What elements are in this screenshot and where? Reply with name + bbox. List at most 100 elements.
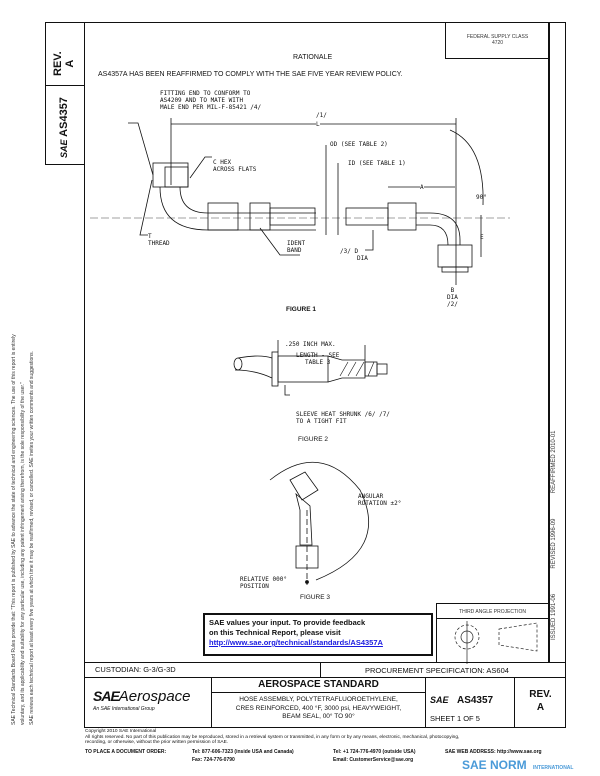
web-address: SAE WEB ADDRESS: http://www.sae.org xyxy=(445,749,542,755)
label: MALE END PER MIL-F-85421 /4/ xyxy=(160,104,262,111)
rationale-title: RATIONALE xyxy=(293,54,333,61)
left-doc-number: SAE AS4357 xyxy=(58,97,70,158)
figure-3-drawing xyxy=(269,461,369,585)
side-notice-line: voluntary, and its applicability and sui… xyxy=(20,382,26,725)
thread-label: T THREAD xyxy=(148,233,170,247)
aerospace-logo: Aerospace xyxy=(118,688,191,705)
rev-cell: REV. A xyxy=(515,677,566,728)
label: ACROSS FLATS xyxy=(213,166,257,173)
figure-1-caption: FIGURE 1 xyxy=(286,306,316,313)
right-strip-dates: ISSUED 1991-06 REVISED 1996-09 REAFFIRME… xyxy=(551,431,557,640)
feedback-box: SAE values your input. To provide feedba… xyxy=(203,613,433,656)
label: BAND xyxy=(287,247,302,254)
revised-date: REVISED 1996-09 xyxy=(551,518,557,569)
fax: Fax: 724-776-0790 xyxy=(192,757,235,763)
label: RELATIVE 000° xyxy=(240,576,287,583)
issued-date: ISSUED 1991-06 xyxy=(551,593,557,640)
max-label: .250 INCH MAX. xyxy=(285,341,336,348)
rationale-text: AS4357A HAS BEEN REAFFIRMED TO COMPLY WI… xyxy=(98,71,403,78)
feedback-link[interactable]: http://www.sae.org/technical/standards/A… xyxy=(209,638,383,647)
copyright: Copyright 2010 SAE International xyxy=(85,729,157,734)
description-line: HOSE ASSEMBLY, POLYTETRAFLUOROETHYLENE, xyxy=(239,696,398,703)
position-label: RELATIVE 000° POSITION xyxy=(240,576,287,590)
footer: Copyright 2010 SAE International All rig… xyxy=(85,729,459,746)
fsc-box: FEDERAL SUPPLY CLASS 4720 xyxy=(445,22,549,59)
feedback-line: SAE values your input. To provide feedba… xyxy=(209,618,366,627)
sheet-number: SHEET 1 OF 5 xyxy=(430,714,480,723)
label: SLEEVE HEAT SHRUNK /6/ /7/ xyxy=(296,411,390,418)
label: TABLE 3 xyxy=(305,359,331,366)
custodian: CUSTODIAN: G-3/G-3D xyxy=(95,665,176,674)
side-notice: SAE Technical Standards Board Rules prov… xyxy=(10,334,37,725)
watermark-text: SAE NORM xyxy=(462,758,527,772)
rev-value: A xyxy=(536,702,545,713)
label: ROTATION ±2° xyxy=(358,500,402,507)
rev-value: A xyxy=(64,59,76,68)
side-notice-line: SAE Technical Standards Board Rules prov… xyxy=(11,334,17,725)
left-rev-label: REV. A xyxy=(52,51,76,76)
description-line: CRES REINFORCED, 400 °F, 3000 psi, HEAVY… xyxy=(235,704,402,712)
length-table-label: LENGTH - SEE TABLE 3 xyxy=(296,352,339,366)
logo-subtitle: An SAE International Group xyxy=(93,706,155,712)
tel-intl: Tel: +1 724-776-4970 (outside USA) xyxy=(333,749,416,755)
order-label: TO PLACE A DOCUMENT ORDER: xyxy=(85,749,167,755)
rev-label: REV. xyxy=(52,51,64,76)
doc-number: AS4357 xyxy=(58,97,70,137)
d-dia-label: /3/ D DIA xyxy=(340,248,368,262)
rev-label: REV. xyxy=(529,689,552,700)
divider xyxy=(320,662,321,678)
figure-2-caption: FIGURE 2 xyxy=(298,436,328,443)
od-label: OD (SEE TABLE 2) xyxy=(330,141,388,148)
sae-logo: SAE xyxy=(93,688,120,704)
label: AS4209 AND TO MATE WITH xyxy=(160,97,244,104)
id-label: ID (SEE TABLE 1) xyxy=(348,160,406,167)
description-line: BEAM SEAL, 00° TO 90° xyxy=(282,713,355,720)
label: THREAD xyxy=(148,240,170,247)
logo-cell: SAEAerospace An SAE International Group xyxy=(84,677,212,728)
length-label: L xyxy=(316,121,320,128)
label: TO A TIGHT FIT xyxy=(296,418,347,425)
label: T xyxy=(148,233,152,240)
tel-na: Tel: 877-606-7323 (inside USA and Canada… xyxy=(192,749,294,755)
description: HOSE ASSEMBLY, POLYTETRAFLUOROETHYLENE, … xyxy=(212,693,425,722)
label: DIA xyxy=(447,294,458,301)
a-label: A xyxy=(420,184,424,191)
docnum-cell: SAE AS4357 SHEET 1 OF 5 xyxy=(426,677,515,728)
label: LENGTH - SEE xyxy=(296,352,340,359)
title-block xyxy=(84,677,566,728)
fsc-label: FEDERAL SUPPLY CLASS xyxy=(466,34,529,40)
label: DIA xyxy=(357,255,368,262)
rights: All rights reserved. No part of this pub… xyxy=(85,734,460,740)
fitting-note: FITTING END TO CONFORM TO AS4209 AND TO … xyxy=(160,90,261,111)
label: FITTING END TO CONFORM TO xyxy=(160,90,251,97)
label: C HEX xyxy=(213,159,232,166)
standard-title: AEROSPACE STANDARD xyxy=(212,677,425,693)
angle-label: 90° xyxy=(476,194,487,201)
sae-mark: SAE xyxy=(59,139,69,158)
sae-mark: SAE xyxy=(430,695,449,705)
projection-symbol xyxy=(454,621,538,664)
b-dia-label: B DIA /2/ xyxy=(447,287,458,308)
label: /3/ D xyxy=(340,248,359,255)
figure-1-drawing xyxy=(90,118,510,285)
label: B xyxy=(450,287,455,294)
projection-box: THIRD ANGLE PROJECTION xyxy=(436,603,548,664)
length-note: /1/ xyxy=(316,112,327,119)
side-notice-line: SAE reviews each technical report at lea… xyxy=(29,351,35,725)
fsc-number: 4720 xyxy=(491,40,504,46)
e-label: E xyxy=(480,234,484,241)
figure-3-caption: FIGURE 3 xyxy=(300,594,330,601)
rotation-label: ANGULAR ROTATION ±2° xyxy=(358,493,401,507)
title-cell: AEROSPACE STANDARD HOSE ASSEMBLY, POLYTE… xyxy=(212,677,426,728)
reaffirmed-date: REAFFIRMED 2010-01 xyxy=(551,430,557,494)
doc-number: AS4357 xyxy=(456,695,494,706)
email: Email: CustomerService@sae.org xyxy=(333,757,414,763)
figure-2-drawing xyxy=(233,340,388,396)
feedback-line: on this Technical Report, please visit xyxy=(209,628,341,637)
ident-band-label: IDENT BAND xyxy=(287,240,305,254)
label: IDENT xyxy=(287,240,306,247)
watermark-sub: INTERNATIONAL xyxy=(533,765,574,771)
sleeve-label: SLEEVE HEAT SHRUNK /6/ /7/ TO A TIGHT FI… xyxy=(296,411,390,425)
procurement-spec: PROCUREMENT SPECIFICATION: AS604 xyxy=(365,666,509,675)
label: ANGULAR xyxy=(358,493,384,500)
